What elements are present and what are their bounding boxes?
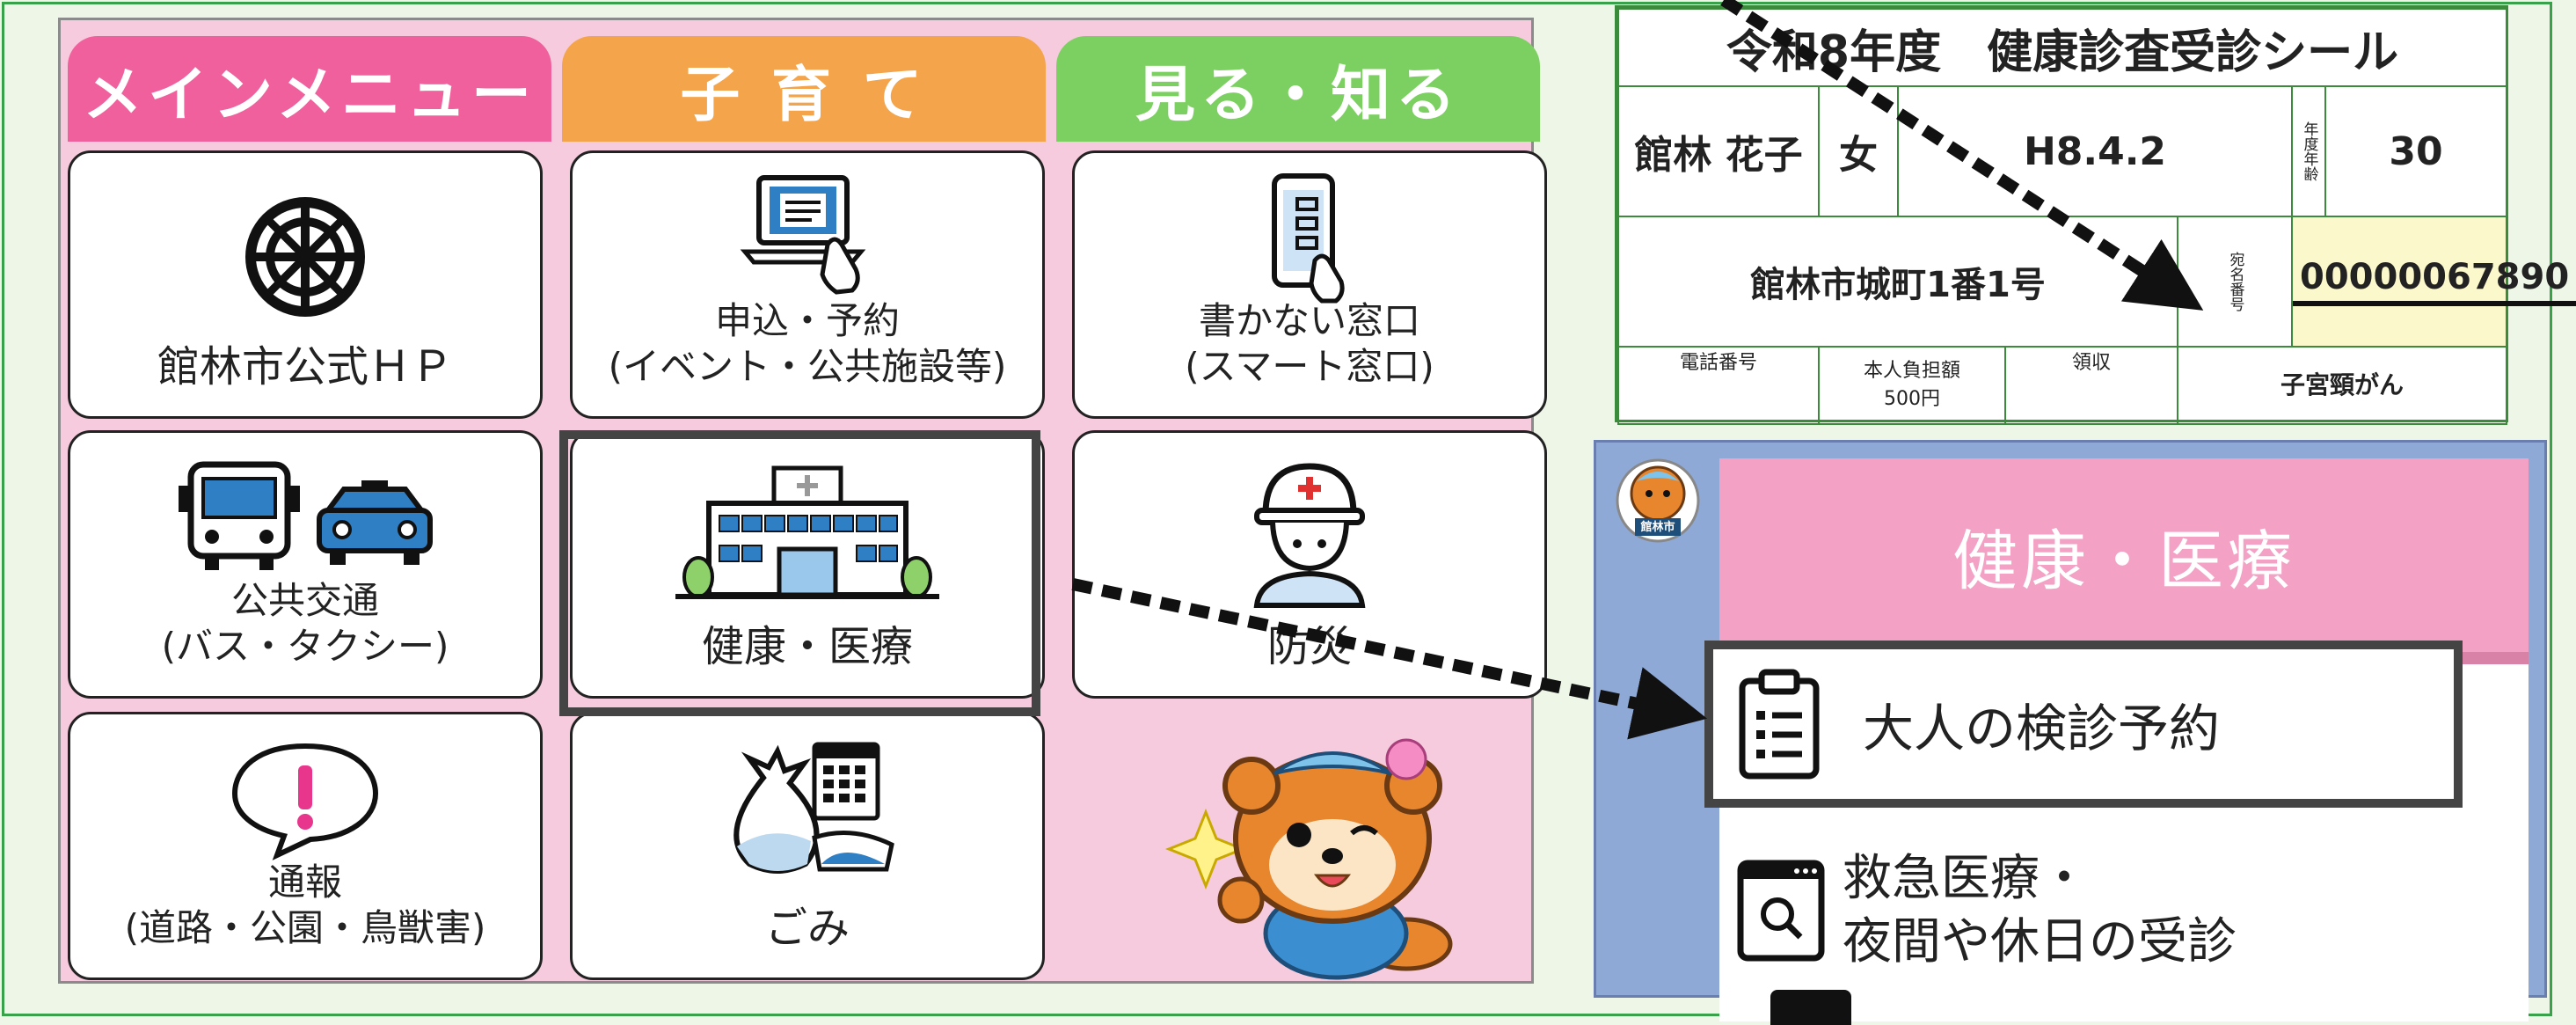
- hospital-icon: [573, 461, 1042, 602]
- card-label-line2: (バス・タクシー): [161, 625, 449, 668]
- speech-bubble-alert-icon: [70, 737, 540, 860]
- sticker-id-number: 00000067890: [2293, 257, 2576, 306]
- mascot-badge-icon: 館林市: [1614, 455, 1702, 555]
- sticker-table: 令和8年度 健康診査受診シール 館林 花子 女 H8.4.2 年度年齢 30 館…: [1616, 8, 2576, 425]
- mascot-badge-text: 館林市: [1640, 521, 1675, 534]
- card-garbage[interactable]: ごみ: [570, 712, 1045, 980]
- card-disaster-prevention[interactable]: 防災: [1072, 430, 1547, 699]
- sticker-age: 30: [2324, 85, 2508, 217]
- smartphone-tap-icon: [1075, 172, 1544, 304]
- app-item-label-line2: 夜間や休日の受診: [1843, 913, 2237, 970]
- next-item-icon: [1770, 990, 1851, 1025]
- helmet-person-icon: [1075, 456, 1544, 608]
- search-window-icon: [1719, 858, 1843, 963]
- sticker-phone-label: 電話番号: [1617, 346, 1820, 425]
- bus-taxi-icon: [70, 459, 540, 574]
- card-health-medical[interactable]: 健康・医療: [570, 430, 1045, 699]
- main-menu-panel: メインメニュー 子 育 て 見る・知る 館林市公式ＨＰ: [58, 18, 1547, 984]
- card-label-line2: (スマート窓口): [1185, 345, 1434, 388]
- sticker-fee-value: 500円: [1884, 388, 1940, 410]
- card-official-hp[interactable]: 館林市公式ＨＰ: [68, 150, 543, 419]
- app-item-label: 大人の検診予約: [1863, 699, 2221, 758]
- app-item-emergency[interactable]: 救急医療・ 夜間や休日の受診: [1719, 823, 2529, 999]
- arrow-sticker-to-id: [1720, 0, 2204, 311]
- card-label: 通報 (道路・公園・鳥獣害): [125, 860, 486, 951]
- garbage-bag-calendar-icon: [573, 732, 1042, 882]
- tab-child-rearing[interactable]: 子 育 て: [562, 36, 1046, 142]
- sticker-sex: 女: [1818, 85, 1899, 217]
- sticker-name: 館林 花子: [1617, 85, 1820, 217]
- outer-frame: [2, 2, 2552, 1016]
- card-label: 館林市公式ＨＰ: [157, 342, 453, 392]
- arrow-health-to-app: [1071, 578, 1708, 740]
- tab-main-menu[interactable]: メインメニュー: [68, 36, 551, 142]
- card-label: 申込・予約 (イベント・公共施設等): [609, 298, 1007, 390]
- card-public-transport[interactable]: 公共交通 (バス・タクシー): [68, 430, 543, 699]
- card-label-line1: 申込・予約: [714, 299, 900, 342]
- card-label: 健康・医療: [701, 622, 913, 671]
- card-label: ごみ: [764, 904, 850, 953]
- card-label-line1: 書かない窓口: [1198, 299, 1420, 342]
- card-label-line1: 通報: [267, 860, 342, 904]
- app-item-label: 救急医療・ 夜間や休日の受診: [1843, 847, 2237, 974]
- card-label: 書かない窓口 (スマート窓口): [1185, 298, 1434, 390]
- card-label-line2: (イベント・公共施設等): [608, 345, 1007, 388]
- sticker-receipt-label: 領収: [2004, 346, 2178, 425]
- sticker-fee-label: 本人負担額: [1863, 360, 1960, 382]
- card-label-line1: 公共交通: [230, 579, 379, 622]
- app-item-adult-checkup[interactable]: 大人の検診予約: [1704, 641, 2463, 808]
- city-emblem-icon: [70, 195, 540, 318]
- sticker-exam: 子宮頸がん: [2176, 346, 2508, 425]
- sticker-title: 令和8年度 健康診査受診シール: [1616, 8, 2508, 87]
- card-smart-window[interactable]: 書かない窓口 (スマート窓口): [1072, 150, 1547, 419]
- card-label: 公共交通 (バス・タクシー): [162, 578, 449, 670]
- sticker-fee-cell: 本人負担額 500円: [1818, 346, 2006, 425]
- clipboard-list-icon: [1713, 667, 1845, 781]
- laptop-touch-icon: [573, 172, 1042, 296]
- app-item-label-line1: 救急医療・: [1843, 850, 2089, 907]
- sticker-age-label: 年度年齢: [2291, 85, 2326, 217]
- health-checkup-sticker: 令和8年度 健康診査受診シール 館林 花子 女 H8.4.2 年度年齢 30 館…: [1615, 5, 2576, 425]
- card-application-reservation[interactable]: 申込・予約 (イベント・公共施設等): [570, 150, 1045, 419]
- card-report[interactable]: 通報 (道路・公園・鳥獣害): [68, 712, 543, 980]
- mascot-image: [1160, 724, 1459, 980]
- tab-see-know[interactable]: 見る・知る: [1056, 36, 1540, 142]
- card-label-line2: (道路・公園・鳥獣害): [124, 906, 486, 949]
- sticker-id-cell: 00000067890: [2290, 216, 2576, 348]
